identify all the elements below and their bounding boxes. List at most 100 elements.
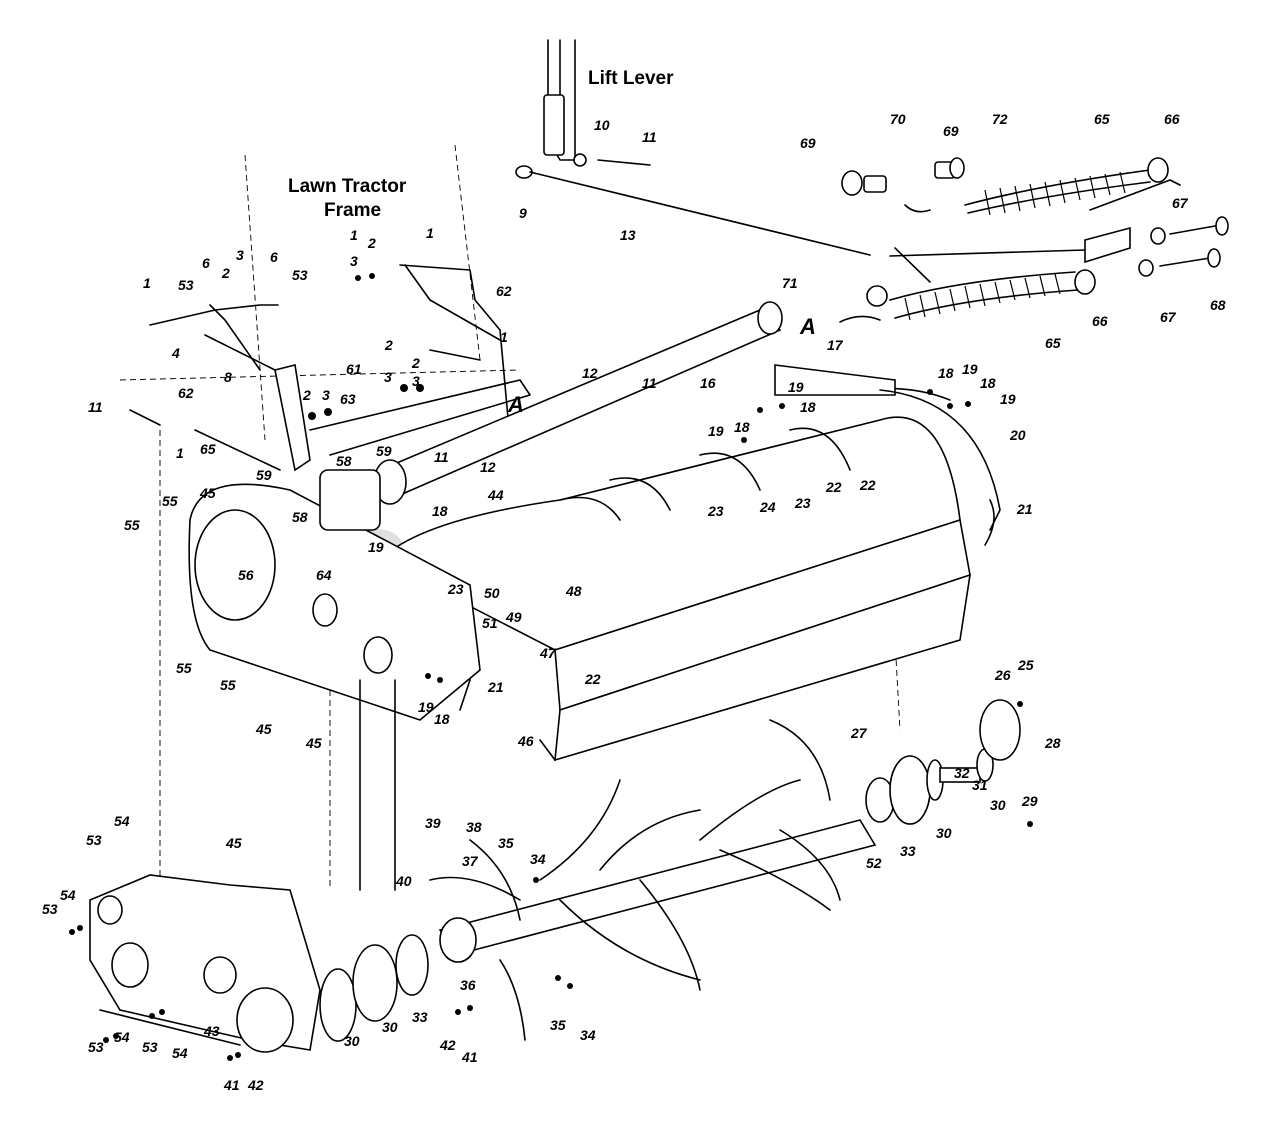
callout: 2 bbox=[411, 355, 420, 371]
callout: 18 bbox=[434, 711, 450, 727]
callout: 6 bbox=[270, 249, 278, 265]
side-plate bbox=[188, 469, 481, 721]
callout: 54 bbox=[60, 887, 76, 903]
section-marker-a: A bbox=[507, 392, 524, 417]
callout: 41 bbox=[461, 1049, 478, 1065]
callout: 3 bbox=[384, 369, 392, 385]
callout: 53 bbox=[142, 1039, 158, 1055]
callout: 18 bbox=[432, 503, 448, 519]
frame-heading-line1: Lawn Tractor bbox=[288, 176, 407, 197]
callout: 54 bbox=[114, 1029, 130, 1045]
upper-spring-assembly bbox=[841, 157, 1181, 216]
callout: 58 bbox=[292, 509, 308, 525]
callout: 23 bbox=[707, 503, 724, 519]
callout: 45 bbox=[225, 835, 242, 851]
callout: 66 bbox=[1092, 313, 1108, 329]
callout: 63 bbox=[340, 391, 356, 407]
callout: 23 bbox=[794, 495, 811, 511]
top-tube bbox=[309, 301, 783, 505]
callout: 11 bbox=[434, 449, 449, 465]
tine-shaft bbox=[429, 719, 877, 1041]
reference-lines bbox=[119, 144, 901, 890]
callout: 11 bbox=[642, 375, 657, 391]
callout: 3 bbox=[322, 387, 330, 403]
callout: 69 bbox=[800, 135, 816, 151]
callout: 30 bbox=[344, 1033, 360, 1049]
callout: 59 bbox=[376, 443, 392, 459]
callout: 30 bbox=[990, 797, 1006, 813]
callout: 39 bbox=[425, 815, 441, 831]
callout: 1 bbox=[176, 445, 184, 461]
callout: 12 bbox=[582, 365, 598, 381]
callout: 64 bbox=[316, 567, 332, 583]
callout: 62 bbox=[178, 385, 194, 401]
callout: 38 bbox=[466, 819, 482, 835]
callout: 21 bbox=[1016, 501, 1033, 517]
callout: 9 bbox=[519, 205, 527, 221]
callout: 31 bbox=[972, 777, 988, 793]
callout: 16 bbox=[700, 375, 716, 391]
callout: 1 bbox=[350, 227, 358, 243]
callout: 61 bbox=[346, 361, 362, 377]
callout: 24 bbox=[759, 499, 776, 515]
callout: 35 bbox=[550, 1017, 566, 1033]
callout: 18 bbox=[734, 419, 750, 435]
callout: 10 bbox=[594, 117, 610, 133]
callout: 1 bbox=[500, 329, 508, 345]
callout: 25 bbox=[1017, 657, 1034, 673]
callout: 34 bbox=[530, 851, 546, 867]
callout: 68 bbox=[1210, 297, 1226, 313]
callout: 19 bbox=[708, 423, 724, 439]
callout: 65 bbox=[1094, 111, 1110, 127]
section-marker-a: A bbox=[799, 314, 816, 339]
callout: 65 bbox=[200, 441, 216, 457]
callout: 55 bbox=[220, 677, 236, 693]
callout: 3 bbox=[350, 253, 358, 269]
callout: 53 bbox=[178, 277, 194, 293]
callout: 42 bbox=[439, 1037, 456, 1053]
callout: 33 bbox=[412, 1009, 428, 1025]
callout: 29 bbox=[1021, 793, 1038, 809]
callout: 45 bbox=[305, 735, 322, 751]
lower-spring-assembly bbox=[839, 216, 1229, 323]
callout: 34 bbox=[580, 1027, 596, 1043]
callout: 2 bbox=[367, 235, 376, 251]
gear-case bbox=[89, 874, 429, 1053]
callout: 4 bbox=[171, 345, 180, 361]
callout: 53 bbox=[292, 267, 308, 283]
callout: 55 bbox=[124, 517, 140, 533]
callout: 55 bbox=[162, 493, 178, 509]
callout: 22 bbox=[859, 477, 876, 493]
callout: 51 bbox=[482, 615, 498, 631]
callout: 27 bbox=[850, 725, 868, 741]
callout: 36 bbox=[460, 977, 476, 993]
callout: 53 bbox=[88, 1039, 104, 1055]
callout: 59 bbox=[256, 467, 272, 483]
callout: 54 bbox=[172, 1045, 188, 1061]
callout: 43 bbox=[203, 1023, 220, 1039]
callout: 67 bbox=[1160, 309, 1177, 325]
callout: 54 bbox=[114, 813, 130, 829]
callout: 19 bbox=[1000, 391, 1016, 407]
callout: 70 bbox=[890, 111, 906, 127]
callout: 42 bbox=[247, 1077, 264, 1093]
callout: 3 bbox=[236, 247, 244, 263]
callout: 33 bbox=[900, 843, 916, 859]
callout: 2 bbox=[302, 387, 311, 403]
callout: 11 bbox=[642, 129, 657, 145]
callout: 44 bbox=[487, 487, 504, 503]
callout: 47 bbox=[539, 645, 557, 661]
callout: 13 bbox=[620, 227, 636, 243]
callout: 46 bbox=[517, 733, 534, 749]
callout: 40 bbox=[395, 873, 412, 889]
callout: 1 bbox=[426, 225, 434, 241]
callout: 30 bbox=[936, 825, 952, 841]
callout: 50 bbox=[484, 585, 500, 601]
frame-heading-line2: Frame bbox=[324, 200, 381, 221]
callout: 18 bbox=[800, 399, 816, 415]
lift-lever bbox=[515, 39, 871, 256]
callout: 55 bbox=[176, 660, 192, 676]
callout: 19 bbox=[418, 699, 434, 715]
